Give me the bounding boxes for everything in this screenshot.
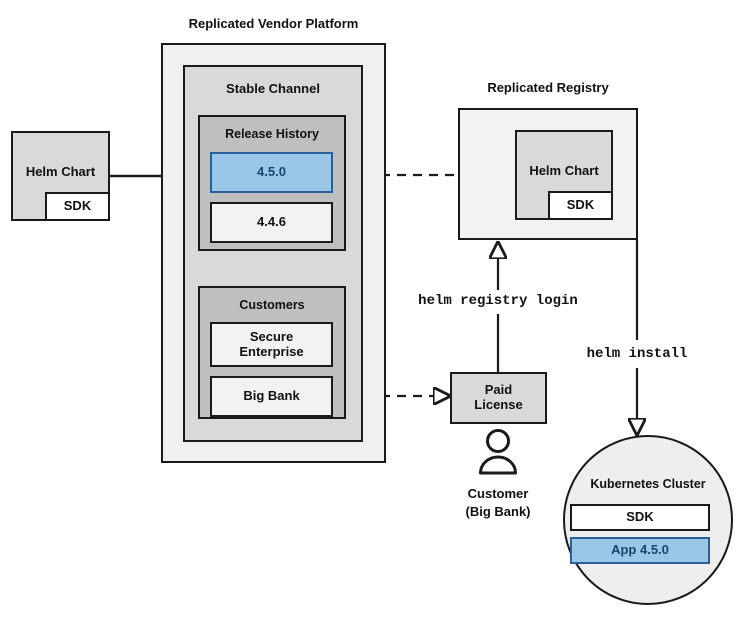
cluster-item-label: SDK	[626, 509, 654, 525]
source-helm-chart-label: Helm Chart	[25, 164, 96, 179]
stable-channel-title: Stable Channel	[226, 81, 320, 96]
release-item-4-5-0[interactable]: 4.5.0	[210, 152, 333, 193]
registry-title: Replicated Registry	[487, 80, 609, 95]
registry-helm-chart-label: Helm Chart	[529, 163, 599, 178]
release-version-label: 4.4.6	[257, 214, 286, 230]
customer-name-label: Secure Enterprise	[239, 328, 304, 359]
cluster-item-sdk[interactable]: SDK	[570, 504, 710, 531]
person-icon	[479, 429, 517, 475]
customers-title: Customers	[239, 298, 305, 312]
customer-name-label: Big Bank	[243, 388, 300, 404]
registry-sdk-label: SDK	[566, 197, 595, 213]
customer-actor-label: Customer (Big Bank)	[465, 486, 531, 519]
paid-license-label: Paid License	[474, 382, 523, 412]
command-helm-registry-login: helm registry login	[418, 293, 578, 309]
paid-license-box[interactable]: Paid License	[450, 372, 547, 424]
cluster-item-label: App 4.5.0	[611, 542, 669, 558]
source-sdk-box[interactable]: SDK	[45, 192, 110, 221]
cluster-item-app[interactable]: App 4.5.0	[570, 537, 710, 564]
release-version-label: 4.5.0	[257, 164, 286, 180]
registry-sdk-box[interactable]: SDK	[548, 191, 613, 220]
release-history-title: Release History	[225, 127, 319, 141]
source-sdk-label: SDK	[63, 198, 92, 214]
customer-item-big-bank[interactable]: Big Bank	[210, 376, 333, 417]
kubernetes-cluster-title: Kubernetes Cluster	[590, 477, 706, 491]
command-helm-install: helm install	[586, 346, 688, 362]
platform-title: Replicated Vendor Platform	[188, 16, 359, 31]
customer-item-secure-enterprise[interactable]: Secure Enterprise	[210, 322, 333, 367]
release-item-4-4-6[interactable]: 4.4.6	[210, 202, 333, 243]
